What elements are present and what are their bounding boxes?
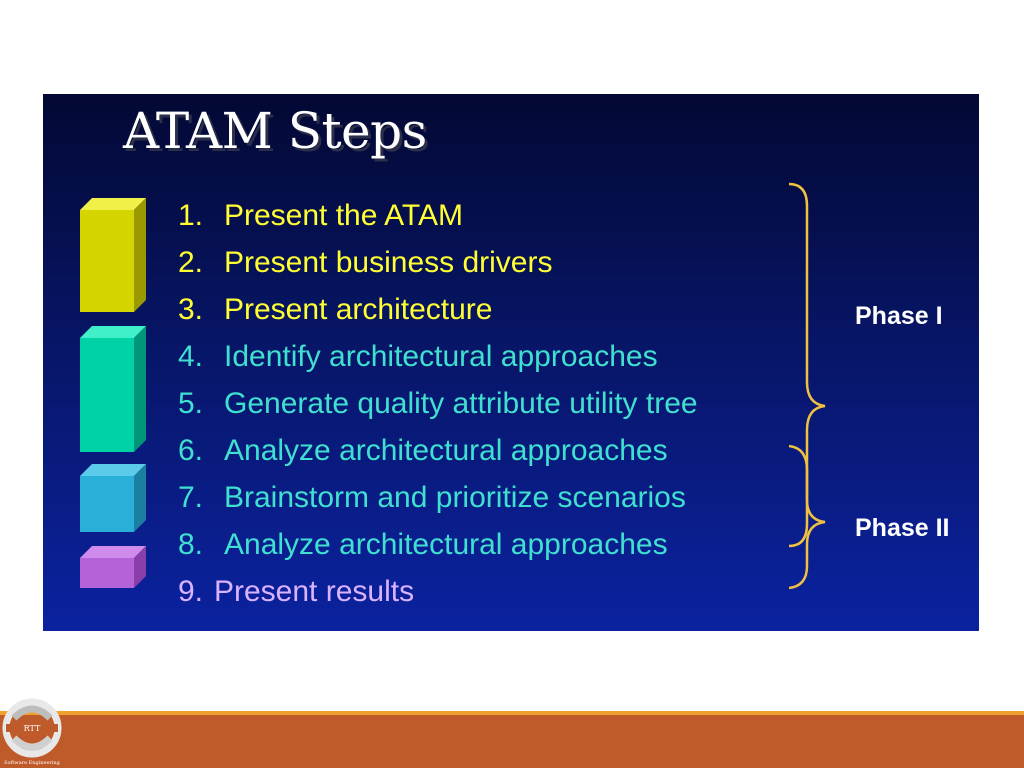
- slide-title: ATAM Steps: [123, 102, 427, 160]
- list-item: 8.Analyze architectural approaches: [178, 528, 668, 561]
- phase-one-label: Phase I: [855, 302, 943, 330]
- list-item: 5.Generate quality attribute utility tre…: [178, 387, 698, 420]
- list-item: 9.Present results: [178, 575, 415, 608]
- phase-brace-icon: [788, 182, 826, 548]
- block-purple-icon: [80, 546, 146, 588]
- list-item: 4.Identify architectural approaches: [178, 340, 658, 373]
- slide-panel: ATAM Steps 1.Present the ATAM 2.Present …: [43, 94, 979, 631]
- logo-caption: Software Engineering: [4, 760, 60, 766]
- block-teal-icon: [80, 326, 146, 452]
- block-blue-icon: [80, 464, 146, 532]
- rtt-logo-icon: RTT: [2, 698, 62, 758]
- svg-text:RTT: RTT: [24, 724, 41, 733]
- list-item: 1.Present the ATAM: [178, 199, 463, 232]
- block-yellow-icon: [80, 198, 146, 312]
- phase-two-brace-icon: [788, 444, 826, 590]
- list-item: 7.Brainstorm and prioritize scenarios: [178, 481, 686, 514]
- list-item: 6.Analyze architectural approaches: [178, 434, 668, 467]
- footer-bar: [0, 715, 1024, 768]
- steps-list: 1.Present the ATAM 2.Present business dr…: [178, 192, 698, 615]
- footer-divider: [0, 711, 1024, 715]
- list-item: 2.Present business drivers: [178, 246, 553, 279]
- phase-two-label: Phase II: [855, 514, 950, 542]
- list-item: 3.Present architecture: [178, 293, 493, 326]
